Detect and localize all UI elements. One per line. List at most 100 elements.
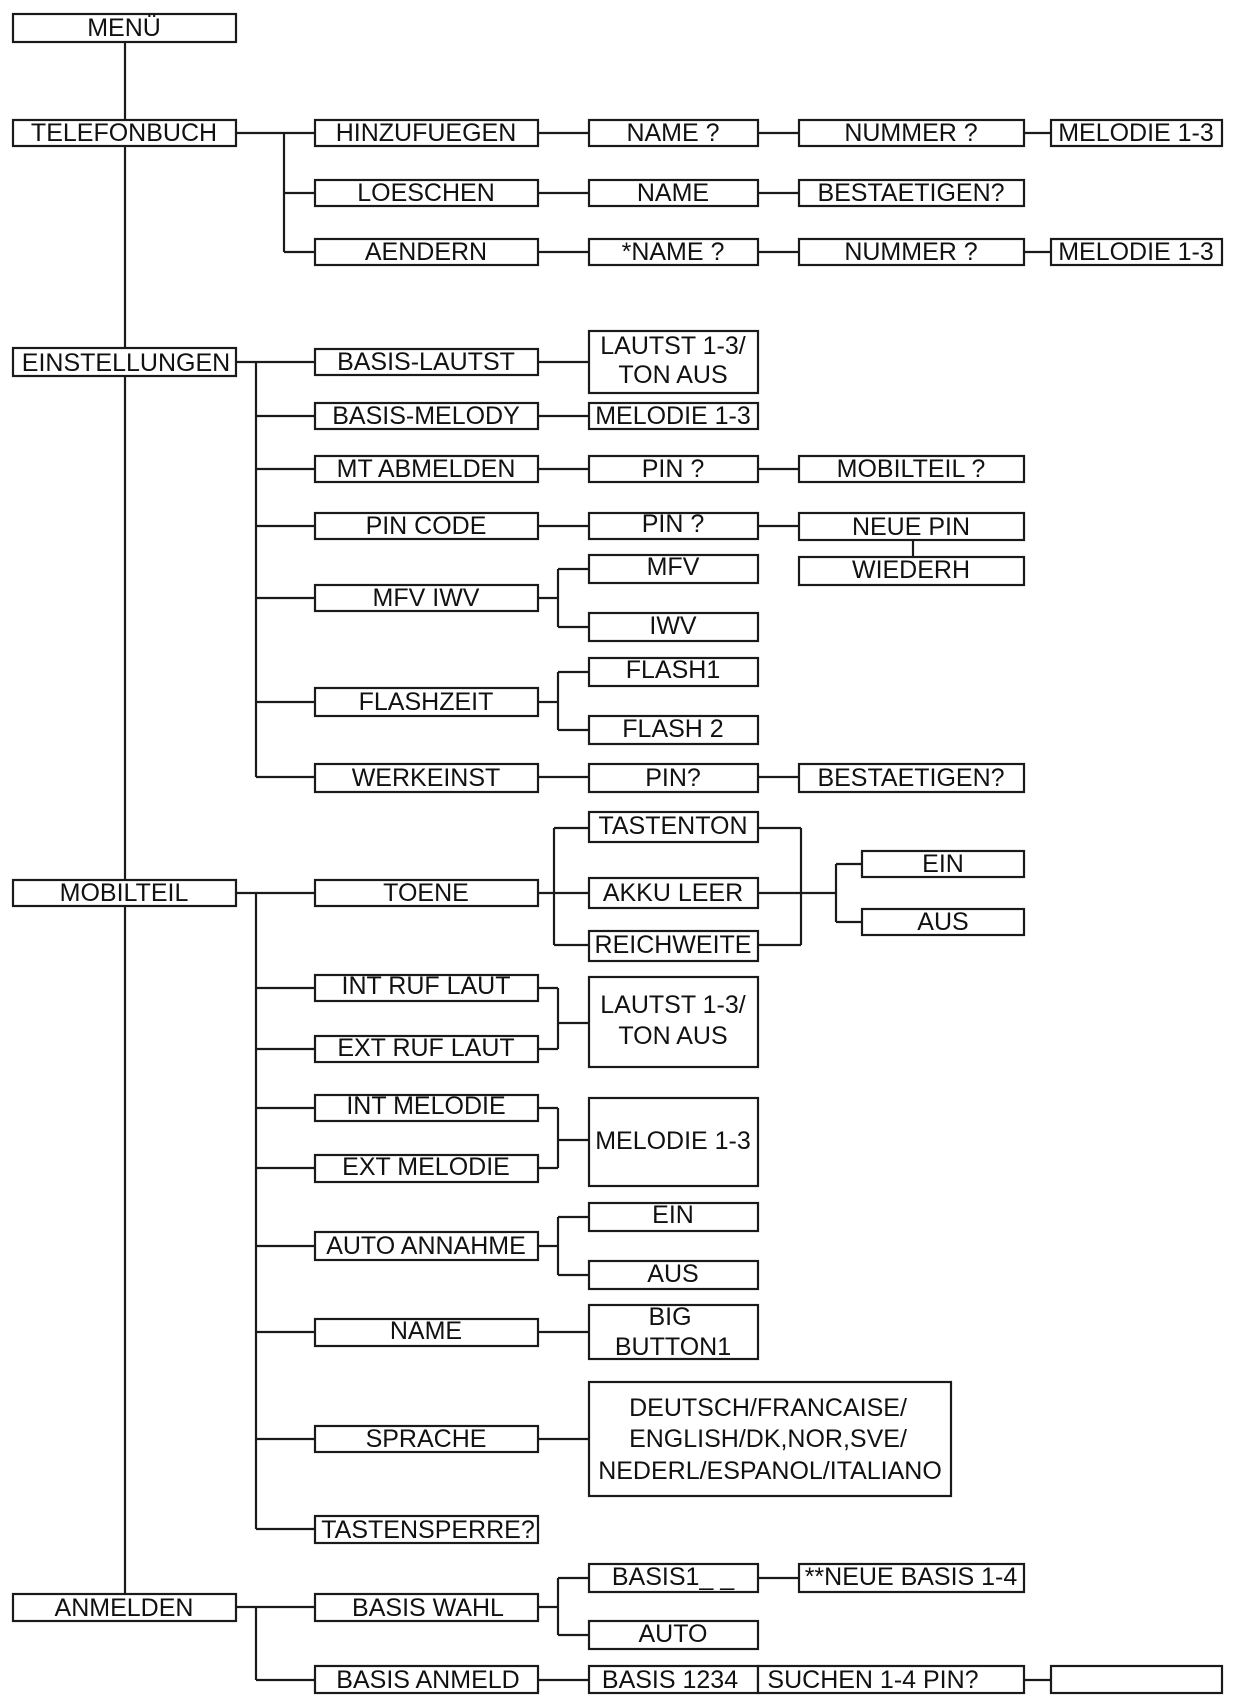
box-name-val [587, 1303, 760, 1361]
box-name [313, 1317, 540, 1348]
box-mfv-iwv [313, 583, 540, 613]
box-werkeinst [313, 762, 540, 794]
label-toene-ein: EIN [922, 850, 964, 878]
label-pin-code: PIN CODE [366, 512, 487, 540]
label-name-val-1: BIG [648, 1303, 691, 1331]
label-ruf-val-2: TON AUS [618, 1022, 727, 1050]
label-telefonbuch: TELEFONBUCH [31, 119, 217, 147]
label-sprache: SPRACHE [366, 1425, 487, 1453]
label-spr-1: DEUTSCH/FRANCAISE/ [629, 1394, 907, 1422]
box-ext-ruf [313, 1034, 540, 1064]
box-menu [11, 12, 238, 44]
label-int-ruf: INT RUF LAUT [342, 972, 511, 1000]
label-basis-wahl: BASIS WAHL [352, 1594, 504, 1622]
box-pc-pin [587, 511, 760, 541]
label-int-mel: INT MELODIE [346, 1092, 505, 1120]
box-last [1049, 1664, 1224, 1695]
box-basis-anmeld [313, 1664, 540, 1695]
label-basis-anmeld: BASIS ANMELD [336, 1666, 519, 1694]
box-iwv [587, 611, 760, 643]
label-mobilteil: MOBILTEIL [60, 879, 189, 907]
label-spr-2: ENGLISH/DK,NOR,SVE/ [629, 1425, 907, 1453]
box-toene-aus [860, 907, 1026, 937]
box-loeschen [313, 178, 540, 208]
label-we-best: BESTAETIGEN? [817, 764, 1004, 792]
box-telefonbuch [11, 118, 238, 148]
label-aendern: AENDERN [365, 238, 487, 266]
box-basis-melody [313, 401, 540, 431]
box-reichweite [587, 929, 760, 963]
box-aa-aus [587, 1259, 760, 1291]
label-aen-name: *NAME ? [622, 238, 725, 266]
box-tastensperre [313, 1514, 540, 1545]
box-neue-basis [797, 1562, 1026, 1594]
label-basis-lautst: BASIS-LAUTST [337, 348, 515, 376]
box-mt-mobilteil [797, 454, 1026, 484]
label-flashzeit: FLASHZEIT [359, 688, 494, 716]
box-basis1 [587, 1562, 760, 1594]
box-mel-val [587, 1096, 760, 1188]
box-pc-neue [797, 511, 1026, 542]
box-basis-wahl [313, 1592, 540, 1623]
box-bm-val [587, 401, 760, 431]
node-boxes [11, 12, 1224, 1695]
box-tastenton [587, 810, 760, 844]
label-bm-val: MELODIE 1-3 [595, 402, 751, 430]
label-pc-wiederh: WIEDERH [852, 556, 970, 584]
box-hinz-nummer [797, 118, 1026, 148]
box-int-ruf [313, 973, 540, 1003]
label-menu: MENÜ [87, 14, 161, 42]
label-suchen: SUCHEN 1-4 PIN? [767, 1666, 978, 1694]
label-werkeinst: WERKEINST [352, 764, 501, 792]
box-aen-nummer [797, 237, 1026, 267]
box-einstellungen [11, 346, 238, 378]
label-aen-melodie: MELODIE 1-3 [1058, 238, 1214, 266]
box-auto-annahme [313, 1230, 540, 1262]
label-mt-pin: PIN ? [642, 455, 705, 483]
box-aa-ein [587, 1201, 760, 1233]
box-mobilteil [11, 878, 238, 908]
label-iwv: IWV [649, 612, 697, 640]
box-sprache [313, 1424, 540, 1454]
connectors [123, 42, 1051, 1682]
box-flash1 [587, 656, 760, 688]
box-basis-lautst [313, 347, 540, 377]
label-flash1: FLASH1 [626, 656, 720, 684]
label-basis-melody: BASIS-MELODY [332, 402, 520, 430]
box-we-pin [587, 762, 760, 794]
label-mt-mobilteil: MOBILTEIL ? [837, 455, 986, 483]
label-auto-annahme: AUTO ANNAHME [326, 1232, 526, 1260]
box-ext-mel [313, 1153, 540, 1184]
label-aa-aus: AUS [647, 1260, 698, 1288]
label-ext-mel: EXT MELODIE [342, 1153, 510, 1181]
box-mt-pin [587, 454, 760, 484]
box-basis-1234 [587, 1664, 760, 1695]
label-hinzufuegen: HINZUFUEGEN [336, 119, 517, 147]
label-mel-val: MELODIE 1-3 [595, 1127, 751, 1155]
label-mfv: MFV [647, 553, 700, 581]
box-akku-leer [587, 876, 760, 910]
label-pc-pin: PIN ? [642, 510, 705, 538]
label-mfv-iwv: MFV IWV [373, 584, 480, 612]
box-aen-name [587, 237, 760, 267]
label-tastensperre: TASTENSPERRE? [321, 1516, 534, 1544]
box-we-best [797, 762, 1026, 794]
label-ext-ruf: EXT RUF LAUT [337, 1034, 514, 1062]
box-loe-name [587, 178, 760, 208]
node-labels: MENÜ TELEFONBUCH HINZUFUEGEN NAME ? NUMM… [22, 14, 1214, 1694]
label-loeschen: LOESCHEN [357, 179, 495, 207]
label-name-val-2: BUTTON1 [615, 1333, 731, 1361]
box-flash2 [587, 714, 760, 746]
label-aa-ein: EIN [652, 1201, 694, 1229]
box-int-mel [313, 1093, 540, 1123]
box-mfv [587, 553, 760, 585]
label-toene-aus: AUS [917, 908, 968, 936]
label-we-pin: PIN? [645, 764, 701, 792]
label-reichweite: REICHWEITE [595, 931, 752, 959]
label-auto: AUTO [639, 1620, 708, 1648]
label-einstellungen: EINSTELLUNGEN [22, 349, 230, 377]
label-loe-best: BESTAETIGEN? [817, 179, 1004, 207]
label-toene: TOENE [383, 879, 469, 907]
box-bl-val [587, 329, 760, 395]
